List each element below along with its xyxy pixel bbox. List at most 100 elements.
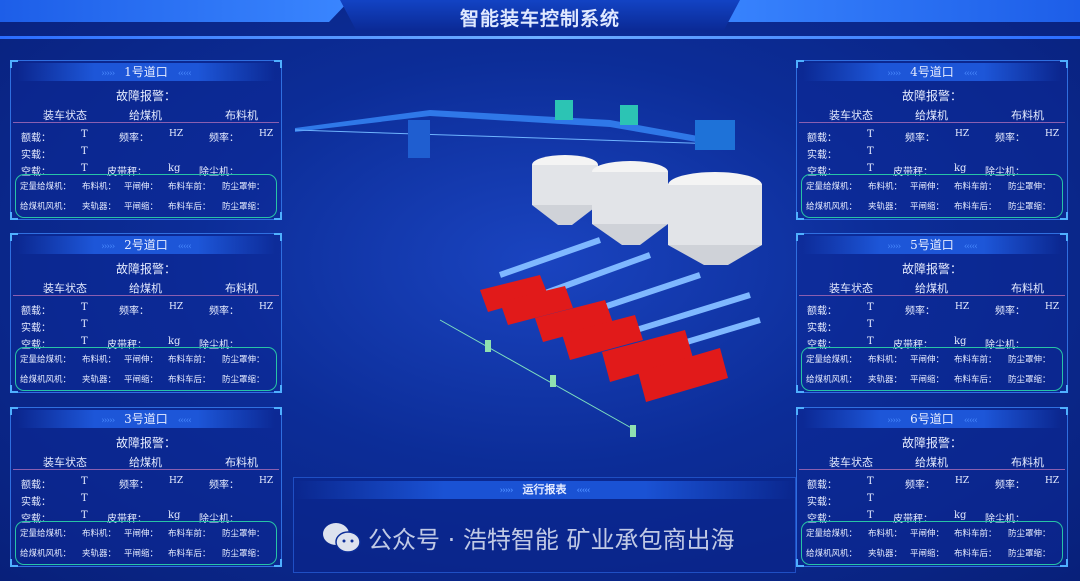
col-loading-status: 装车状态 bbox=[43, 282, 87, 295]
actual-label: 实载： bbox=[807, 323, 837, 334]
belt-scale-unit: kg bbox=[954, 510, 967, 521]
empty-unit: T bbox=[867, 336, 874, 347]
header-divider bbox=[13, 122, 279, 123]
belt-scale-unit: kg bbox=[168, 510, 181, 521]
belt-scale-unit: kg bbox=[954, 163, 967, 174]
corner-decoration bbox=[1060, 60, 1068, 68]
distributor-freq-unit: HZ bbox=[1045, 302, 1060, 312]
distributor-freq-unit: HZ bbox=[259, 302, 274, 312]
status-indicator: 布料车前： bbox=[168, 182, 211, 192]
rated-label: 额载： bbox=[21, 306, 51, 317]
col-distributor: 布料机 bbox=[1011, 456, 1044, 469]
feeder-freq-unit: HZ bbox=[169, 476, 184, 486]
status-indicator: 布料车后： bbox=[954, 202, 997, 212]
silos bbox=[532, 155, 762, 265]
belt-scale-label: 皮带秤： bbox=[107, 514, 147, 525]
status-indicator: 防尘罩伸： bbox=[222, 182, 265, 192]
status-indicator: 防尘罩缩： bbox=[222, 202, 265, 212]
arrow-decoration: ‹‹‹‹‹ bbox=[576, 486, 591, 496]
conveyor-belt bbox=[294, 100, 735, 158]
corner-decoration bbox=[1060, 407, 1068, 415]
status-indicator: 平闸伸： bbox=[910, 529, 945, 539]
corner-decoration bbox=[274, 212, 282, 220]
col-feeder: 给煤机 bbox=[915, 282, 948, 295]
corner-decoration bbox=[1060, 233, 1068, 241]
status-indicator: 布料机： bbox=[82, 529, 117, 539]
empty-unit: T bbox=[867, 163, 874, 174]
col-distributor: 布料机 bbox=[1011, 282, 1044, 295]
distributor-freq-label: 频率： bbox=[995, 480, 1025, 491]
corner-decoration bbox=[274, 559, 282, 567]
header-divider bbox=[799, 295, 1065, 296]
empty-label: 空载： bbox=[807, 167, 837, 178]
col-feeder: 给煤机 bbox=[129, 282, 162, 295]
status-indicator: 给煤机风机： bbox=[20, 549, 72, 559]
corner-decoration bbox=[274, 60, 282, 68]
status-indicator: 给煤机风机： bbox=[806, 375, 858, 385]
distributor-freq-label: 频率： bbox=[209, 133, 239, 144]
rated-label: 额载： bbox=[807, 306, 837, 317]
rated-unit: T bbox=[81, 302, 88, 313]
page-title: 智能装车控制系统 bbox=[459, 8, 620, 30]
arrow-decoration: ‹‹‹‹‹ bbox=[963, 416, 978, 426]
empty-label: 空载： bbox=[807, 514, 837, 525]
status-indicator: 防尘罩缩： bbox=[1008, 375, 1051, 385]
status-indicator: 给煤机风机： bbox=[806, 202, 858, 212]
status-indicator-box: 定量给煤机：布料机：平闸伸：布料车前：防尘罩伸：给煤机风机：夹轨器：平闸缩：布料… bbox=[15, 521, 277, 565]
corner-decoration bbox=[10, 559, 18, 567]
status-indicator: 布料车前： bbox=[168, 355, 211, 365]
fault-alarm-label: 故障报警： bbox=[901, 262, 962, 276]
panel-title-text: 4号道口 bbox=[910, 65, 954, 79]
dust-collector-label: 除尘机： bbox=[199, 514, 239, 525]
dust-collector-label: 除尘机： bbox=[199, 340, 239, 351]
col-loading-status: 装车状态 bbox=[829, 282, 873, 295]
panel-title: ›››››5号道口‹‹‹‹‹ bbox=[803, 236, 1061, 254]
feeder-freq-unit: HZ bbox=[955, 476, 970, 486]
distributor-freq-label: 频率： bbox=[209, 306, 239, 317]
panel-title-text: 1号道口 bbox=[124, 65, 168, 79]
status-indicator: 防尘罩伸： bbox=[222, 529, 265, 539]
status-indicator-box: 定量给煤机：布料机：平闸伸：布料车前：防尘罩伸：给煤机风机：夹轨器：平闸缩：布料… bbox=[801, 347, 1063, 391]
fault-alarm-label: 故障报警： bbox=[115, 89, 176, 103]
corner-decoration bbox=[274, 407, 282, 415]
panel-title: ›››››4号道口‹‹‹‹‹ bbox=[803, 63, 1061, 81]
arrow-decoration: ››››› bbox=[887, 416, 901, 426]
status-indicator: 夹轨器： bbox=[82, 549, 117, 559]
belt-scale-unit: kg bbox=[954, 336, 967, 347]
corner-decoration bbox=[796, 60, 804, 68]
corner-decoration bbox=[796, 559, 804, 567]
distributor-freq-label: 频率： bbox=[995, 133, 1025, 144]
status-indicator: 布料机： bbox=[868, 355, 903, 365]
corner-decoration bbox=[274, 385, 282, 393]
status-indicator: 布料车后： bbox=[954, 549, 997, 559]
silo bbox=[532, 155, 598, 225]
feeder-freq-unit: HZ bbox=[955, 129, 970, 139]
dust-collector-label: 除尘机： bbox=[985, 167, 1025, 178]
dust-collector-label: 除尘机： bbox=[985, 340, 1025, 351]
arrow-decoration: ››››› bbox=[887, 69, 901, 79]
status-indicator: 给煤机风机： bbox=[20, 375, 72, 385]
status-indicator: 夹轨器： bbox=[868, 549, 903, 559]
status-indicator: 平闸伸： bbox=[124, 182, 159, 192]
status-indicator: 定量给煤机： bbox=[806, 529, 858, 539]
header-divider bbox=[0, 36, 1080, 39]
panel-title: ›››››1号道口‹‹‹‹‹ bbox=[17, 63, 275, 81]
actual-label: 实载： bbox=[807, 150, 837, 161]
feeder-freq-label: 频率： bbox=[119, 133, 149, 144]
actual-unit: T bbox=[867, 493, 874, 504]
status-indicator: 平闸缩： bbox=[124, 549, 159, 559]
status-indicator: 防尘罩伸： bbox=[222, 355, 265, 365]
status-indicator: 夹轨器： bbox=[82, 375, 117, 385]
status-indicator: 夹轨器： bbox=[82, 202, 117, 212]
col-loading-status: 装车状态 bbox=[829, 109, 873, 122]
report-title-text: 运行报表 bbox=[522, 483, 567, 496]
col-distributor: 布料机 bbox=[225, 282, 258, 295]
watermark-text: 公众号 · 浩特智能 矿业承包商出海 bbox=[368, 526, 735, 554]
status-indicator: 防尘罩伸： bbox=[1008, 529, 1051, 539]
status-indicator: 布料车前： bbox=[168, 529, 211, 539]
status-indicator: 布料车后： bbox=[168, 375, 211, 385]
status-indicator: 布料机： bbox=[82, 355, 117, 365]
corner-decoration bbox=[796, 385, 804, 393]
